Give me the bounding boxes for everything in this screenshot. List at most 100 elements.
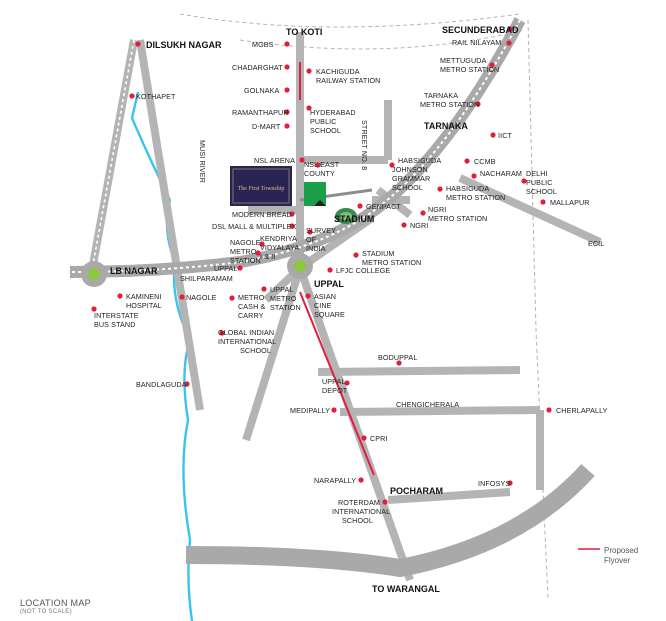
svg-text:SCHOOL: SCHOOL — [310, 126, 341, 135]
label-infosys: INFOSYS — [478, 479, 510, 488]
label-chadarghat: CHADARGHAT — [232, 63, 283, 72]
map-title: LOCATION MAP — [20, 598, 91, 608]
place-labels: MGBS CHADARGHAT GOLNAKA RAMANTHAPUR D-MA… — [94, 38, 608, 525]
svg-text:METRO: METRO — [270, 294, 297, 303]
label-kothapet: KOTHAPET — [136, 92, 176, 101]
label-hyderabad-public-school: HYDERABAD — [310, 108, 356, 117]
svg-text:SCHOOL: SCHOOL — [392, 183, 423, 192]
label-bandlaguda: BANDLAGUDA — [136, 380, 187, 389]
svg-text:METRO STATION: METRO STATION — [420, 100, 479, 109]
label-ramanthapur: RAMANTHAPUR — [232, 108, 289, 117]
svg-text:HOSPITAL: HOSPITAL — [126, 301, 162, 310]
svg-text:CASH &: CASH & — [238, 302, 265, 311]
label-street-8: STREET NO. 8 — [360, 120, 369, 170]
svg-text:INTERNATIONAL: INTERNATIONAL — [218, 337, 276, 346]
svg-text:INDIA: INDIA — [306, 244, 326, 253]
label-mallapur: MALLAPUR — [550, 198, 590, 207]
label-orr: ORR — [444, 533, 460, 542]
svg-text:METRO STATION: METRO STATION — [428, 214, 487, 223]
svg-text:JOHNSON: JOHNSON — [392, 165, 428, 174]
label-genpact: GENPACT — [366, 202, 401, 211]
label-dmart: D-MART — [252, 122, 281, 131]
label-uppal: UPPAL — [314, 279, 344, 289]
label-to-warangal: TO WARANGAL — [372, 584, 440, 594]
svg-text:SCHOOL: SCHOOL — [526, 187, 557, 196]
label-habsiguda-metro-station: HABSIGUDA — [446, 184, 489, 193]
label-iict: IICT — [498, 131, 512, 140]
label-shilparamam: SHILPARAMAM — [180, 274, 233, 283]
label-boduppal: BODUPPAL — [378, 353, 417, 362]
svg-text:VIDYALAYA: VIDYALAYA — [260, 243, 299, 252]
label-lfjc-college: LFJC COLLEGE — [336, 266, 390, 275]
map-caption: LOCATION MAP (NOT TO SCALE) — [20, 598, 91, 615]
label-lb-nagar: LB NAGAR — [110, 266, 158, 276]
svg-text:SQUARE: SQUARE — [314, 310, 345, 319]
label-modern-bread: MODERN BREAD — [232, 210, 292, 219]
proposed-flyover — [299, 62, 375, 476]
label-golnaka: GOLNAKA — [244, 86, 280, 95]
label-habsiguda-johnson-school: HABSIGUDA — [398, 156, 441, 165]
label-asian-cine-square: ASIAN — [314, 292, 336, 301]
label-nagole-metro-station: NAGOLE — [230, 238, 261, 247]
svg-text:BUS STAND: BUS STAND — [94, 320, 136, 329]
svg-text:PUBLIC: PUBLIC — [526, 178, 553, 187]
location-markers — [91, 26, 552, 505]
label-cherlapally: CHERLAPALLY — [556, 406, 608, 415]
label-nsl-arena: NSL ARENA — [254, 156, 295, 165]
label-musi-river: MUSI RIVER — [198, 140, 207, 183]
svg-text:CINE: CINE — [314, 301, 332, 310]
label-survey-of-india: SURVEY — [306, 226, 336, 235]
project-site — [304, 182, 326, 206]
orr-road — [185, 463, 595, 578]
label-nacharam: NACHARAM — [480, 169, 522, 178]
svg-text:UPPAL: UPPAL — [214, 264, 238, 273]
label-nagole: NAGOLE — [186, 293, 217, 302]
label-kendriya-vidyalaya: KENDRIYA — [260, 234, 297, 243]
label-uppal-metro-station: UPPAL — [270, 285, 294, 294]
svg-text:GRAMMAR: GRAMMAR — [392, 174, 430, 183]
label-pocharam: POCHARAM — [390, 486, 443, 496]
label-stadium-metro-station: STADIUM — [362, 249, 395, 258]
svg-text:COUNTY: COUNTY — [304, 169, 335, 178]
label-mgbs: MGBS — [252, 40, 274, 49]
svg-text:I & II: I & II — [260, 252, 275, 261]
label-nsl-east-county: NSL EAST — [304, 160, 340, 169]
label-chengicherala: CHENGICHERALA — [396, 400, 459, 409]
svg-text:SCHOOL: SCHOOL — [342, 516, 373, 525]
label-stadium: STADIUM — [334, 214, 374, 224]
svg-text:INTERNATIONAL: INTERNATIONAL — [332, 507, 390, 516]
label-kachiguda: KACHIGUDA — [316, 67, 360, 76]
label-kamineni-hospital: KAMINENI — [126, 292, 162, 301]
legend: Proposed Flyover — [604, 546, 652, 566]
direction-labels: TO KOTI SECUNDERABAD DILSUKH NAGAR LB NA… — [110, 25, 519, 594]
svg-text:METRO STATION: METRO STATION — [446, 193, 505, 202]
label-metro-cash-carry: METRO — [238, 293, 265, 302]
label-narapally: NARAPALLY — [314, 476, 356, 485]
svg-text:SCHOOL: SCHOOL — [240, 346, 271, 355]
label-global-indian-school: GLOBAL INDIAN — [218, 328, 274, 337]
label-secunderabad: SECUNDERABAD — [442, 25, 519, 35]
label-ccmb: CCMB — [474, 157, 496, 166]
svg-text:DEPOT: DEPOT — [322, 386, 348, 395]
label-roterdam-school: ROTERDAM — [338, 498, 380, 507]
highway — [69, 17, 526, 278]
svg-text:METRO STATION: METRO STATION — [440, 65, 499, 74]
svg-text:METRO: METRO — [230, 247, 257, 256]
label-cpri: CPRI — [370, 434, 388, 443]
label-ngri-metro-station: NGRI — [428, 205, 446, 214]
label-ecil: ECIL — [588, 239, 604, 248]
legend-label: Proposed Flyover — [604, 546, 639, 565]
label-medipally: MEDIPALLY — [290, 406, 330, 415]
label-rail-nilayam: RAIL NILAYAM — [452, 38, 501, 47]
label-dsl-mall: DSL MALL & MULTIPLEX — [212, 222, 297, 231]
label-interstate-bus-stand: INTERSTATE — [94, 311, 139, 320]
label-delhi-public-school: DELHI — [526, 169, 548, 178]
svg-text:PUBLIC: PUBLIC — [310, 117, 337, 126]
svg-text:RAILWAY STATION: RAILWAY STATION — [316, 76, 380, 85]
label-tarnaka: TARNAKA — [424, 121, 468, 131]
svg-text:The First Township: The First Township — [238, 186, 285, 192]
label-ngri: NGRI — [410, 221, 428, 230]
svg-text:CARRY: CARRY — [238, 311, 264, 320]
label-tarnaka-metro-station: TARNAKA — [424, 91, 458, 100]
